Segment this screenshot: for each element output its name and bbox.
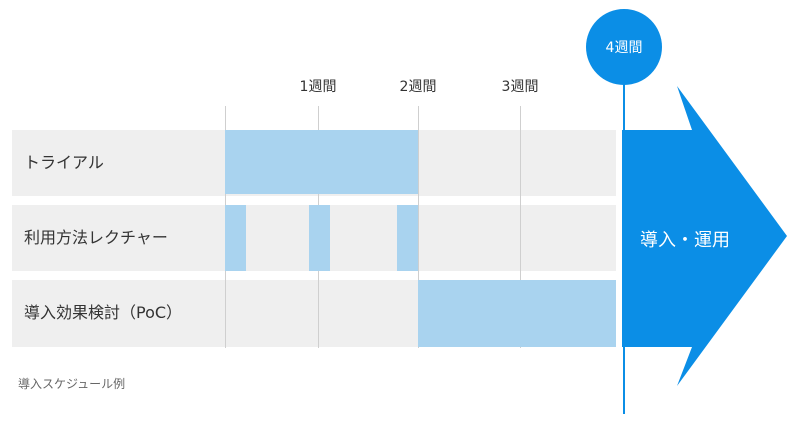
- poc-block: [418, 280, 616, 347]
- lecture-block-2: [309, 205, 330, 271]
- row-label-poc: 導入効果検討（PoC）: [24, 303, 183, 322]
- week-label-1: 1週間: [299, 79, 337, 95]
- caption: 導入スケジュール例: [18, 377, 126, 391]
- lecture-block-3: [397, 205, 418, 271]
- week-label-3: 3週間: [501, 79, 539, 95]
- gridline-week-3: [520, 106, 521, 348]
- arrow-label: 導入・運用: [640, 230, 730, 251]
- lecture-block-1: [225, 205, 246, 271]
- trial-block: [225, 130, 418, 194]
- milestone-line: [623, 84, 625, 414]
- milestone-label: 4週間: [605, 40, 643, 56]
- row-label-lecture: 利用方法レクチャー: [24, 228, 168, 247]
- week-label-2: 2週間: [399, 79, 437, 95]
- milestone-badge: 4週間: [586, 9, 662, 85]
- gridline-week-2: [418, 106, 419, 348]
- row-label-trial: トライアル: [24, 153, 104, 172]
